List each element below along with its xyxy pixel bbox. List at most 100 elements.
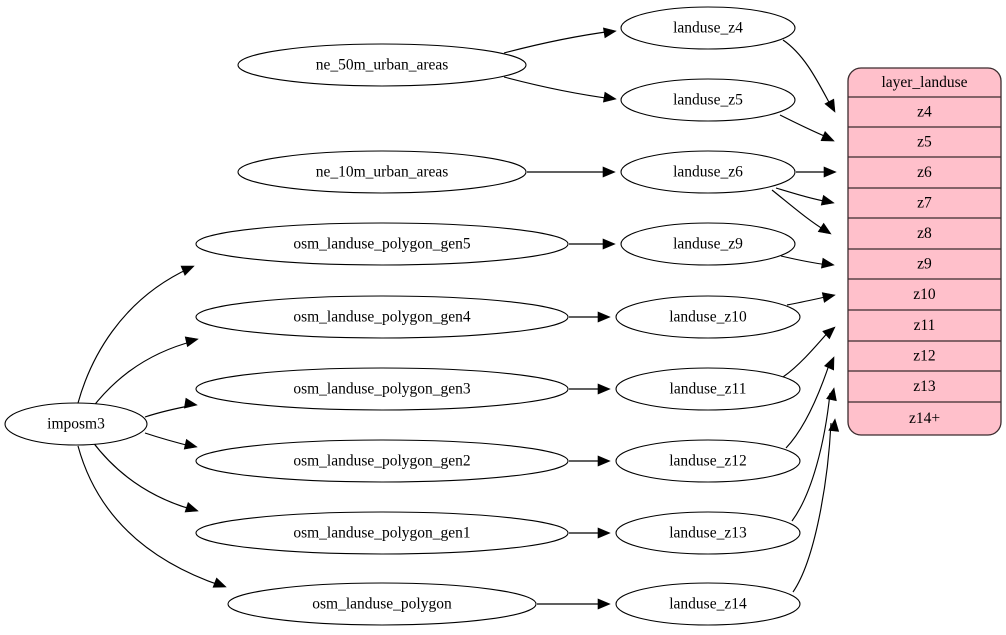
edge-landuse_z5-to-row_z5 [779, 114, 830, 139]
arrow-to-landuse-z10 [597, 311, 611, 323]
node-landuse_z4[interactable]: landuse_z4 [620, 6, 796, 50]
arrow-to-row-z8 [817, 222, 832, 235]
arrow-to-landuse-z11 [597, 383, 611, 395]
node-shape-osm_landuse_polygon_gen1 [195, 511, 569, 555]
node-shape-landuse_z6 [620, 150, 796, 194]
arrow-to-gen2 [183, 438, 198, 450]
arrow-to-gen4 [184, 336, 199, 348]
node-osm_landuse_polygon_gen4[interactable]: osm_landuse_polygon_gen4 [195, 295, 569, 339]
node-osm_landuse_polygon_gen1[interactable]: osm_landuse_polygon_gen1 [195, 511, 569, 555]
node-label-landuse_z10: landuse_z10 [669, 309, 747, 326]
arrow-to-gen5 [180, 265, 195, 276]
table-row-z5[interactable]: z5 [848, 126, 1001, 151]
node-label-osm_landuse_polygon_gen2: osm_landuse_polygon_gen2 [293, 453, 470, 470]
node-label-landuse_z14: landuse_z14 [669, 596, 747, 613]
arrow-to-polygon [212, 577, 227, 588]
node-shape-ne_50m_urban_areas [237, 43, 527, 87]
table-row-z10[interactable]: z10 [848, 278, 1001, 303]
arrow-to-gen1 [184, 502, 199, 513]
edge-ne_50m_urban_areas-to-landuse_z4 [503, 30, 614, 54]
node-shape-landuse_z10 [615, 295, 801, 339]
node-label-ne_10m_urban_areas: ne_10m_urban_areas [316, 164, 449, 181]
table-row-z6[interactable]: z6 [848, 156, 1001, 181]
table-row-label-z9: z9 [917, 256, 932, 273]
layer-landuse-table[interactable]: layer_landuse z4 z5 z6 z7 z8 z9 z10 z11 z12 z13 z14… [847, 67, 1002, 436]
table-row-z11[interactable]: z11 [848, 309, 1001, 334]
node-shape-osm_landuse_polygon [227, 582, 537, 626]
arrow-to-row-z12 [824, 356, 835, 371]
node-label-osm_landuse_polygon_gen3: osm_landuse_polygon_gen3 [293, 381, 471, 398]
node-imposm3[interactable]: imposm3 [4, 402, 148, 446]
node-landuse_z9[interactable]: landuse_z9 [620, 222, 796, 266]
node-shape-ne_10m_urban_areas [237, 150, 527, 194]
table-row-z7[interactable]: z7 [848, 187, 1001, 212]
node-ne_50m_urban_areas[interactable]: ne_50m_urban_areas [237, 43, 527, 87]
table-row-z4[interactable]: z4 [848, 96, 1001, 121]
node-shape-imposm3 [4, 402, 148, 446]
node-shape-landuse_z12 [615, 439, 801, 483]
table-row-z14plus[interactable]: z14+ [848, 401, 1001, 427]
table-header-label: layer_landuse [881, 74, 967, 91]
node-label-landuse_z6: landuse_z6 [673, 164, 743, 181]
node-osm_landuse_polygon_gen2[interactable]: osm_landuse_polygon_gen2 [195, 439, 569, 483]
node-landuse_z11[interactable]: landuse_z11 [615, 367, 801, 411]
arrow-to-row-z13 [826, 387, 837, 402]
table-row-label-z4: z4 [917, 104, 932, 121]
node-landuse_z6[interactable]: landuse_z6 [620, 150, 796, 194]
arrow-to-row-z4 [824, 98, 836, 113]
arrow-to-row-z6 [823, 166, 837, 178]
node-landuse_z14[interactable]: landuse_z14 [615, 582, 801, 626]
edge-landuse_z11-to-row_z11 [782, 329, 831, 378]
table-row-z13[interactable]: z13 [848, 370, 1001, 395]
node-shape-osm_landuse_polygon_gen4 [195, 295, 569, 339]
arrow-to-landuse-z4 [602, 27, 617, 39]
node-label-osm_landuse_polygon_gen4: osm_landuse_polygon_gen4 [293, 309, 471, 326]
node-shape-landuse_z5 [620, 78, 796, 122]
node-landuse_z5[interactable]: landuse_z5 [620, 78, 796, 122]
edge-imposm3-to-osm_landuse_polygon_gen1 [91, 440, 195, 511]
table-row-label-z6: z6 [917, 164, 932, 181]
arrow-heads-layer [180, 27, 840, 610]
node-landuse_z13[interactable]: landuse_z13 [615, 511, 801, 555]
arrow-to-landuse-z13 [597, 527, 611, 539]
table-row-label-z11: z11 [914, 317, 936, 334]
node-shape-landuse_z4 [620, 6, 796, 50]
edge-landuse_z4-to-row_z4 [782, 39, 832, 107]
node-label-landuse_z9: landuse_z9 [673, 236, 743, 253]
node-osm_landuse_polygon_gen3[interactable]: osm_landuse_polygon_gen3 [195, 367, 569, 411]
node-shape-osm_landuse_polygon_gen5 [195, 222, 569, 266]
arrow-to-gen3 [183, 397, 198, 409]
node-shape-osm_landuse_polygon_gen3 [195, 367, 569, 411]
table-row-z8[interactable]: z8 [848, 217, 1001, 242]
arrow-to-landuse-z9 [602, 238, 616, 250]
node-shape-landuse_z9 [620, 222, 796, 266]
edge-imposm3-to-osm_landuse_polygon [77, 445, 223, 587]
node-label-osm_landuse_polygon_gen5: osm_landuse_polygon_gen5 [293, 236, 471, 253]
edge-imposm3-to-osm_landuse_polygon_gen5 [77, 267, 191, 404]
node-landuse_z10[interactable]: landuse_z10 [615, 295, 801, 339]
node-label-landuse_z4: landuse_z4 [673, 20, 743, 37]
table-row-z9[interactable]: z9 [848, 248, 1001, 273]
node-landuse_z12[interactable]: landuse_z12 [615, 439, 801, 483]
table-row-label-z13: z13 [913, 378, 936, 395]
node-osm_landuse_polygon[interactable]: osm_landuse_polygon [227, 582, 537, 626]
edge-landuse_z6-to-row_z8 [771, 189, 827, 232]
table-row-z12[interactable]: z12 [848, 340, 1001, 365]
node-shape-landuse_z14 [615, 582, 801, 626]
table-row-label-z12: z12 [913, 348, 935, 365]
arrow-to-landuse-z14 [597, 598, 611, 610]
arrow-to-row-z10 [821, 292, 836, 303]
node-shape-osm_landuse_polygon_gen2 [195, 439, 569, 483]
edge-landuse_z14-to-row_z14 [792, 422, 832, 593]
arrow-to-row-z11 [822, 326, 836, 340]
edge-ne_50m_urban_areas-to-landuse_z5 [503, 76, 614, 100]
node-osm_landuse_polygon_gen5[interactable]: osm_landuse_polygon_gen5 [195, 222, 569, 266]
node-label-landuse_z11: landuse_z11 [670, 381, 747, 398]
node-ne_10m_urban_areas[interactable]: ne_10m_urban_areas [237, 150, 527, 194]
table-background [847, 67, 1002, 436]
nodes-layer: imposm3 ne_50m_urban_areas ne_10m_urban_ar… [4, 6, 801, 626]
table-row-label-z8: z8 [917, 225, 932, 242]
arrow-to-row-z9 [820, 257, 835, 269]
node-label-imposm3: imposm3 [47, 416, 105, 433]
